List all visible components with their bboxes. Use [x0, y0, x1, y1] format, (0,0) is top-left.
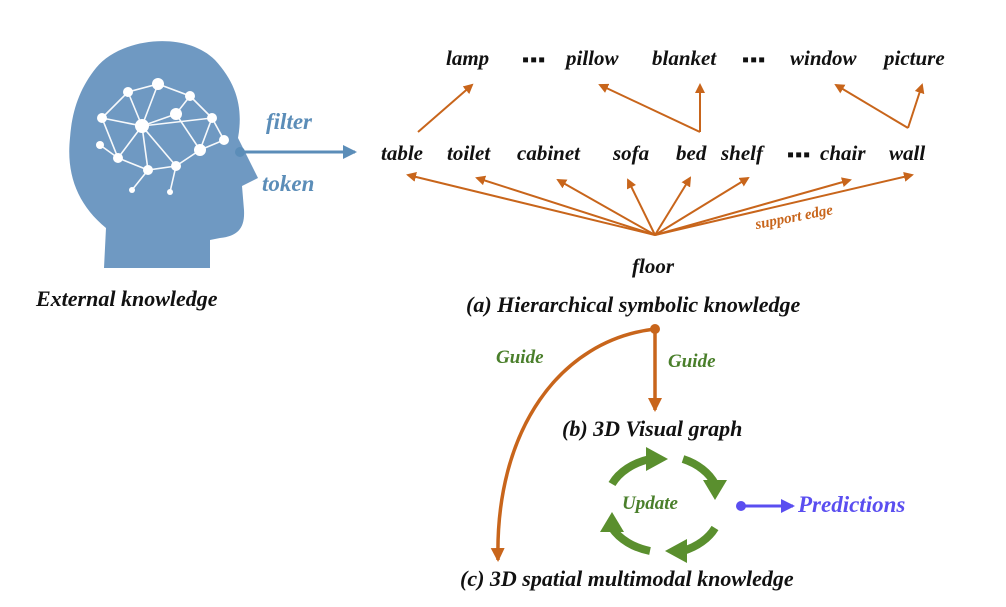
node-bed: bed — [676, 141, 707, 165]
node-picture: picture — [884, 46, 945, 70]
predictions-arrow — [736, 499, 795, 513]
node-toilet: toilet — [447, 141, 491, 165]
upper-edges — [417, 83, 925, 133]
node-window: window — [790, 46, 857, 70]
guide-arrows — [490, 324, 662, 562]
node-chair: chair — [820, 141, 866, 165]
node-pillow: pillow — [566, 46, 619, 70]
ellipsis-top-2: ▪▪▪ — [742, 49, 767, 71]
external-knowledge-caption: External knowledge — [36, 286, 218, 311]
token-label: token — [262, 171, 315, 196]
ellipsis-mid: ▪▪▪ — [787, 144, 812, 166]
ellipsis-top-1: ▪▪▪ — [522, 49, 547, 71]
node-shelf: shelf — [721, 141, 763, 165]
visual-graph-caption: (b) 3D Visual graph — [562, 416, 743, 441]
update-label: Update — [622, 493, 678, 514]
support-edges — [406, 171, 914, 236]
node-floor: floor — [632, 254, 674, 278]
node-wall: wall — [889, 141, 926, 165]
node-cabinet: cabinet — [517, 141, 580, 165]
filter-token-arrow — [235, 145, 357, 159]
guide-label-right: Guide — [668, 351, 716, 372]
node-sofa: sofa — [613, 141, 650, 165]
node-blanket: blanket — [652, 46, 717, 70]
circular-update-arrows-icon — [600, 447, 727, 563]
node-lamp: lamp — [446, 46, 490, 70]
node-table: table — [381, 141, 423, 165]
hierarchical-knowledge-caption: (a) Hierarchical symbolic knowledge — [466, 292, 801, 317]
spatial-knowledge-caption: (c) 3D spatial multimodal knowledge — [460, 566, 794, 591]
guide-label-left: Guide — [496, 347, 544, 368]
filter-label: filter — [266, 109, 312, 134]
head-with-brain-network-icon — [69, 41, 258, 269]
predictions-label: Predictions — [798, 492, 906, 517]
